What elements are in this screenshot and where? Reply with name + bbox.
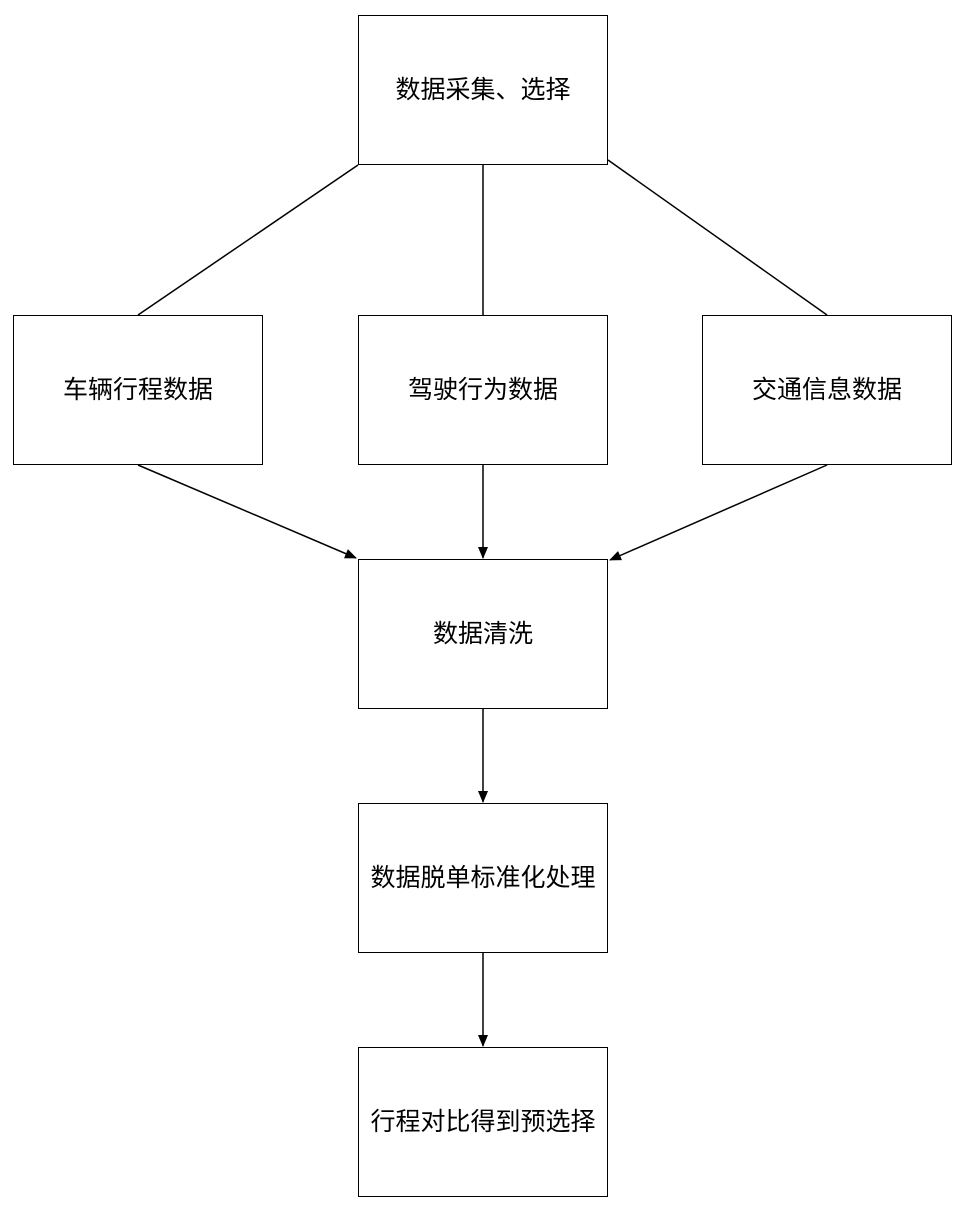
edge-traffic-to-clean [609, 464, 828, 561]
node-vehicle-trip-data-label: 车辆行程数据 [62, 375, 213, 405]
node-data-collection: 数据采集、选择 [358, 15, 608, 165]
node-trip-comparison: 行程对比得到预选择 [358, 1047, 608, 1197]
node-data-normalization-label: 数据脱单标准化处理 [370, 863, 596, 893]
node-driving-behavior-data-label: 驾驶行为数据 [407, 375, 558, 405]
node-traffic-info-data: 交通信息数据 [702, 315, 952, 465]
edge-collect-to-traffic [607, 159, 828, 316]
node-trip-comparison-label: 行程对比得到预选择 [370, 1107, 596, 1137]
node-data-cleaning-label: 数据清洗 [432, 619, 533, 649]
node-data-normalization: 数据脱单标准化处理 [358, 803, 608, 953]
node-driving-behavior-data: 驾驶行为数据 [358, 315, 608, 465]
node-vehicle-trip-data: 车辆行程数据 [13, 315, 263, 465]
edge-collect-to-trip [137, 164, 359, 316]
node-data-cleaning: 数据清洗 [358, 559, 608, 709]
node-data-collection-label: 数据采集、选择 [395, 75, 571, 105]
edge-trip-to-clean [137, 464, 357, 559]
node-traffic-info-data-label: 交通信息数据 [751, 375, 902, 405]
